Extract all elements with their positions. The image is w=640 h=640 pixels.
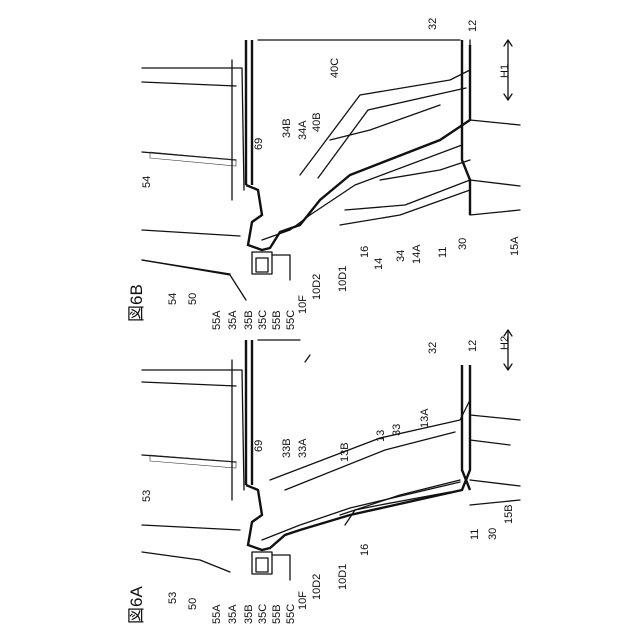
label-16: 16 xyxy=(359,246,371,258)
label-14: 14 xyxy=(373,258,385,270)
label-11: 11 xyxy=(437,247,449,258)
label-35b: 35B xyxy=(243,604,255,624)
ext-line-6b xyxy=(470,180,520,186)
part-35c-6b xyxy=(256,258,268,272)
member-14 xyxy=(345,180,470,210)
label-16: 16 xyxy=(359,544,371,556)
label-35b: 35B xyxy=(243,310,255,330)
label-55c: 55C xyxy=(285,310,297,330)
ext-line-6a xyxy=(470,480,520,486)
ext-line-6b xyxy=(470,210,520,215)
label-33: 33 xyxy=(391,424,403,436)
member-34 xyxy=(340,190,470,225)
member-33a xyxy=(285,432,455,490)
label-69: 69 xyxy=(253,138,265,150)
label-35c: 35C xyxy=(257,310,269,330)
label-10f: 10F xyxy=(297,591,309,610)
label-33b: 33B xyxy=(281,438,293,458)
frame-outline-6a xyxy=(246,365,470,550)
part-10f-6a xyxy=(272,555,290,580)
label-35c: 35C xyxy=(257,604,269,624)
label-33a: 33A xyxy=(297,438,309,458)
part-35-6a xyxy=(252,552,272,574)
ext-line-6a xyxy=(470,440,510,445)
label-35a: 35A xyxy=(227,310,239,330)
panel-line-6a xyxy=(142,382,236,386)
figure-title-6a: 図6A xyxy=(127,586,146,624)
ext-line-6a xyxy=(470,500,520,505)
ext-line-6b xyxy=(470,120,520,125)
frame-outline-6b xyxy=(246,45,470,250)
ext-line-6a xyxy=(470,415,520,420)
label-40b: 40B xyxy=(311,112,323,132)
label-50: 50 xyxy=(187,293,199,305)
inner-frame-6b xyxy=(262,145,462,240)
label-32: 32 xyxy=(427,342,439,354)
label-11: 11 xyxy=(469,529,481,540)
figure-6a xyxy=(142,340,520,580)
figure-6b xyxy=(142,40,520,300)
label-15b: 15B xyxy=(503,504,515,524)
label-50: 50 xyxy=(187,598,199,610)
label-13a: 13A xyxy=(419,408,431,428)
direction-label-h1: H1 xyxy=(499,64,511,78)
label-10f: 10F xyxy=(297,295,309,314)
panel-line-6b xyxy=(142,230,240,236)
label-55b: 55B xyxy=(271,604,283,624)
label-55b: 55B xyxy=(271,310,283,330)
part-35c-6a xyxy=(256,558,268,572)
part-10f-6b xyxy=(272,255,290,280)
label-35a: 35A xyxy=(227,604,239,624)
label-54: 54 xyxy=(141,176,153,188)
label-15a: 15A xyxy=(509,236,521,256)
figure-title-6b: 図6B xyxy=(127,284,146,322)
label-12: 12 xyxy=(467,20,479,32)
label-30: 30 xyxy=(487,528,499,540)
member-40c xyxy=(300,70,470,175)
cover-50-6a xyxy=(142,552,230,572)
direction-label-h2: H2 xyxy=(499,336,511,350)
upper-panel-6a xyxy=(142,370,244,490)
member-line-6b xyxy=(330,105,440,140)
label-34: 34 xyxy=(395,250,407,262)
label-10d1: 10D1 xyxy=(337,564,349,590)
member-40c-inner xyxy=(318,88,466,178)
label-34b: 34B xyxy=(281,118,293,138)
label-14a: 14A xyxy=(411,244,423,264)
label-13b: 13B xyxy=(339,442,351,462)
inner-frame-6a xyxy=(262,482,460,540)
label-13: 13 xyxy=(375,430,387,442)
label-69: 69 xyxy=(253,440,265,452)
panel-line-6a xyxy=(142,525,240,530)
top-mark-6a xyxy=(305,355,310,362)
label-10d2: 10D2 xyxy=(311,574,323,600)
label-55c: 55C xyxy=(285,604,297,624)
label-53: 53 xyxy=(167,592,179,604)
label-10d2: 10D2 xyxy=(311,274,323,300)
label-40c: 40C xyxy=(329,58,341,78)
part-35-6b xyxy=(252,252,272,274)
label-54: 54 xyxy=(167,293,179,305)
label-32: 32 xyxy=(427,18,439,30)
label-30: 30 xyxy=(457,238,469,250)
labels-6a: 図6A H2 53 53 50 55A 35A 35B 35C 55B 55C … xyxy=(127,336,515,624)
label-34a: 34A xyxy=(297,120,309,140)
label-10d1: 10D1 xyxy=(337,266,349,292)
label-53: 53 xyxy=(141,490,153,502)
label-55a: 55A xyxy=(211,310,223,330)
label-55a: 55A xyxy=(211,604,223,624)
panel-line-6b xyxy=(142,82,236,86)
label-12: 12 xyxy=(467,340,479,352)
